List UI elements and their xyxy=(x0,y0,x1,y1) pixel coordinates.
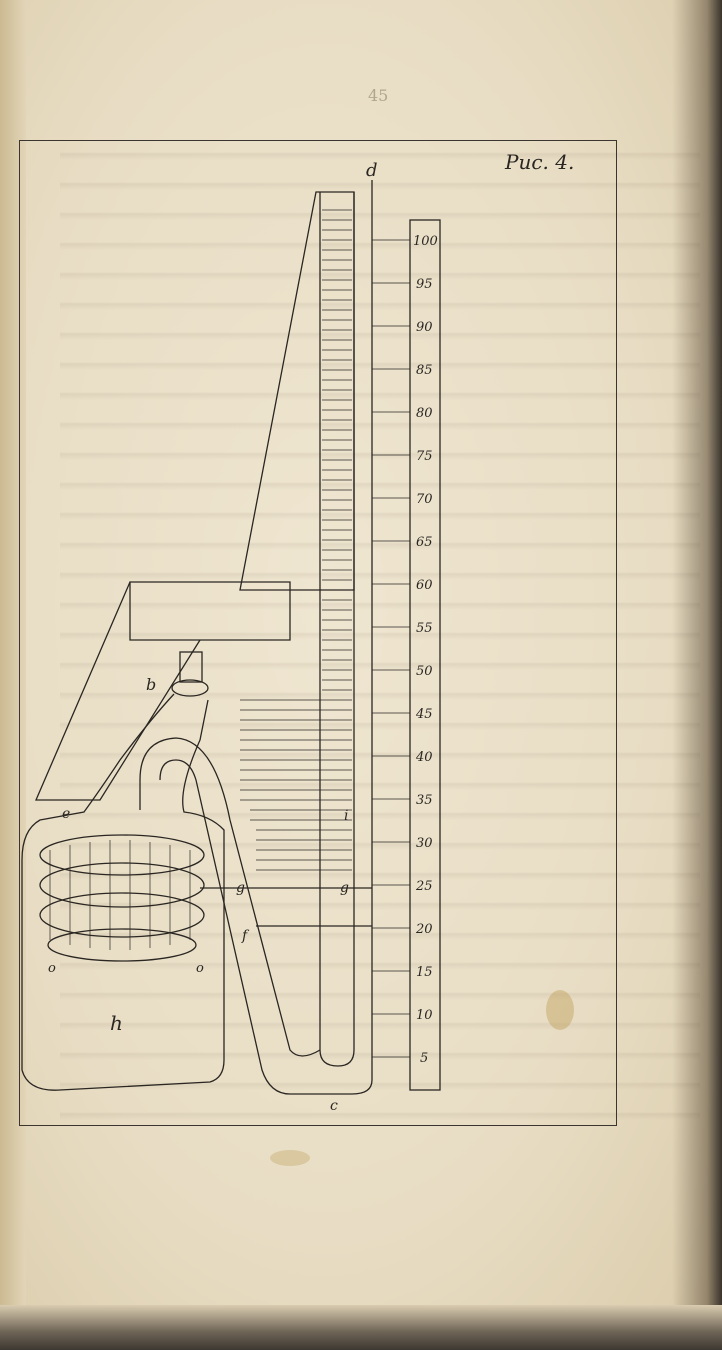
scale-label-55: 55 xyxy=(416,621,433,636)
tube-right-inner xyxy=(319,192,355,1067)
letter-g-left: g xyxy=(236,880,245,896)
scale-label-10: 10 xyxy=(416,1008,433,1023)
scale-board xyxy=(409,219,441,1091)
tube-graduation-hatching xyxy=(240,209,352,871)
bellows-fold-3 xyxy=(39,892,205,938)
tube-left-limb xyxy=(139,737,321,1057)
scale-numbers: 100 95 90 85 80 75 70 65 60 55 50 45 40 … xyxy=(413,234,438,1066)
letter-c: c xyxy=(330,1098,338,1114)
bellows-fold-2 xyxy=(39,862,205,908)
page-number: 45 xyxy=(368,86,389,105)
plate-frame xyxy=(19,140,617,1126)
scale-label-65: 65 xyxy=(416,535,433,550)
letter-i: i xyxy=(344,808,348,824)
scale-label-35: 35 xyxy=(416,793,433,808)
letter-g-right: g xyxy=(340,880,349,896)
figure-caption: Рис. 4. xyxy=(505,150,575,174)
scale-label-15: 15 xyxy=(416,965,433,980)
bellows-fold-1 xyxy=(39,834,205,876)
letter-o-right: o xyxy=(196,961,204,976)
stopper-ring xyxy=(171,679,209,697)
scale-tick-marks xyxy=(372,239,410,1058)
scale-label-20: 20 xyxy=(415,922,433,937)
scale-label-25: 25 xyxy=(415,879,433,894)
scale-label-45: 45 xyxy=(415,707,433,722)
letter-o-left: o xyxy=(48,961,56,976)
page-bottom-shadow xyxy=(0,1305,722,1350)
scale-label-80: 80 xyxy=(416,406,433,421)
scale-label-70: 70 xyxy=(416,492,433,507)
scale-label-75: 75 xyxy=(416,449,433,464)
letter-d: d xyxy=(366,160,378,181)
scale-label-5: 5 xyxy=(420,1051,428,1066)
support-arm xyxy=(35,581,201,801)
bellows-base xyxy=(47,928,197,962)
scale-label-30: 30 xyxy=(416,836,433,851)
paper-stain xyxy=(546,990,574,1030)
letter-f: f xyxy=(241,928,250,944)
scale-label-40: 40 xyxy=(415,750,433,765)
scale-label-50: 50 xyxy=(416,664,433,679)
bellows-shading xyxy=(49,840,191,950)
bottle-body xyxy=(21,693,225,1091)
scale-label-90: 90 xyxy=(416,320,433,335)
figure-letters: d b e i g g f o o h c xyxy=(48,160,378,1114)
clamp-block xyxy=(129,581,291,641)
letter-e: e xyxy=(62,806,70,822)
paper-stain-small xyxy=(270,1150,310,1166)
bottle-neck xyxy=(179,651,203,683)
letter-b: b xyxy=(146,675,156,694)
scale-label-95: 95 xyxy=(416,277,433,292)
scale-label-85: 85 xyxy=(416,363,433,378)
tube-right-outer xyxy=(159,180,373,1095)
scale-label-100: 100 xyxy=(413,234,438,249)
letter-h: h xyxy=(110,1011,123,1035)
page-gutter-shadow xyxy=(672,0,722,1350)
scale-label-60: 60 xyxy=(416,578,433,593)
